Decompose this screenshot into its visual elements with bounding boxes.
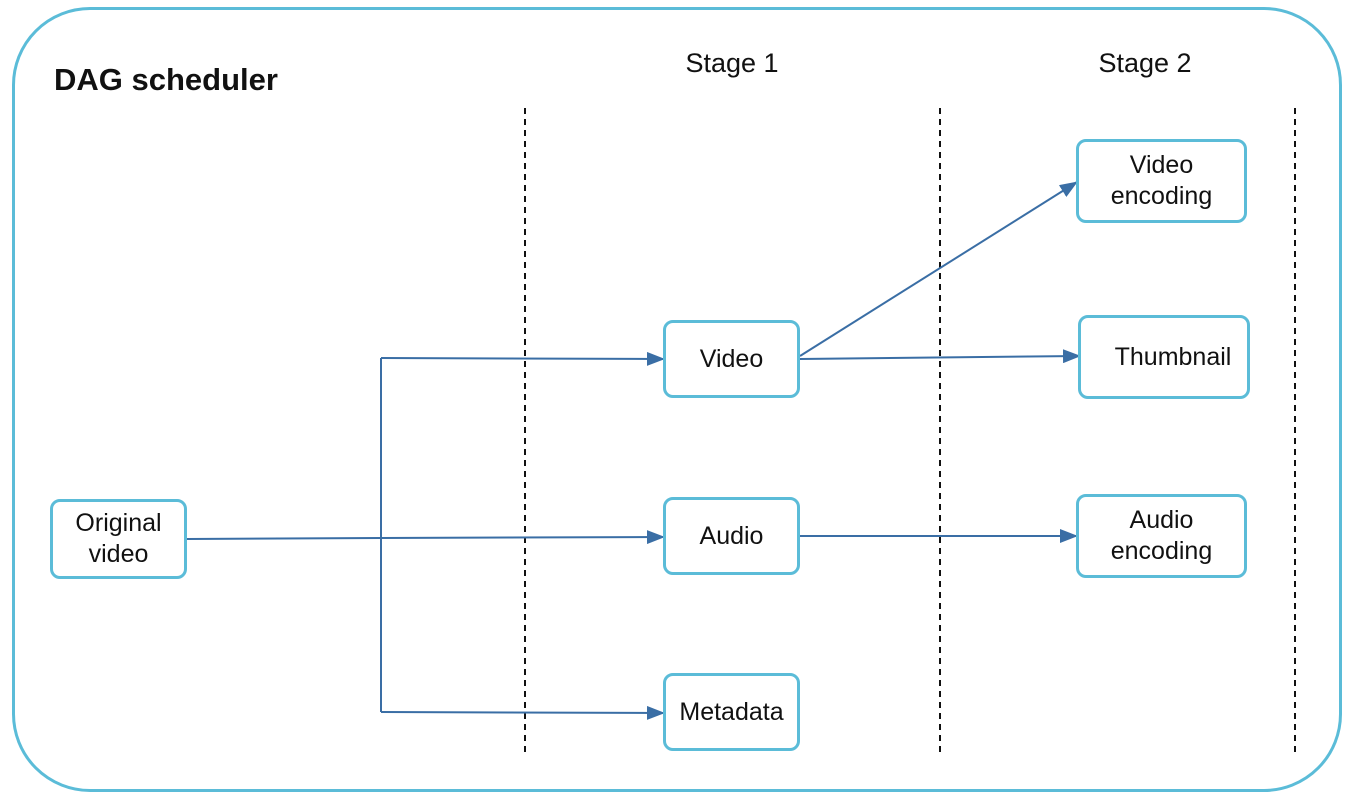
- stage-1-label: Stage 1: [685, 48, 779, 78]
- edge-video-to-thumbnail: [799, 349, 1081, 364]
- edge-original-to-video: [380, 351, 665, 366]
- edge-original-to-split: [186, 537, 382, 540]
- diagram-title: DAG scheduler: [54, 62, 278, 97]
- edge-video-to-video-encoding: [799, 181, 1078, 357]
- stage-2-label: Stage 2: [1098, 48, 1192, 78]
- node-video: Video: [663, 320, 800, 398]
- node-video-encoding: Video encoding: [1076, 139, 1247, 223]
- node-original-video: Original video: [50, 499, 187, 579]
- edge-original-to-metadata: [380, 705, 665, 720]
- node-metadata: Metadata: [663, 673, 800, 751]
- edge-original-to-audio: [380, 530, 665, 545]
- node-audio: Audio: [663, 497, 800, 575]
- node-audio-encoding: Audio encoding: [1076, 494, 1247, 578]
- node-thumbnail: Thumbnail: [1078, 315, 1250, 399]
- dag-scheduler-frame: [12, 7, 1342, 792]
